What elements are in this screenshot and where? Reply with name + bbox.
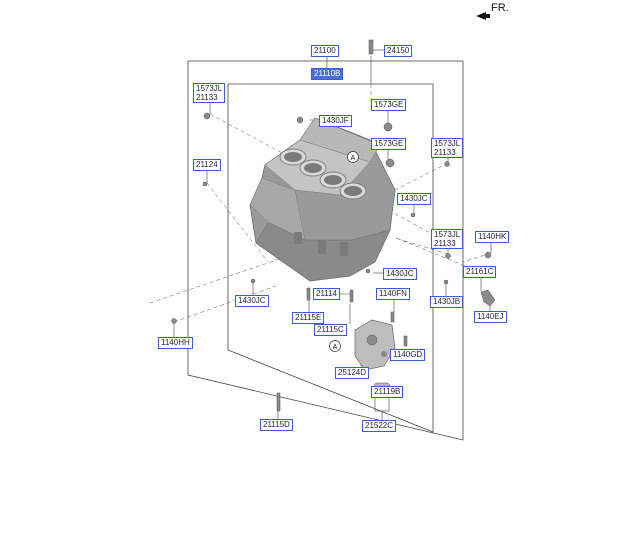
callout-1573jl-21133-top-left[interactable]: 1573JL 21133 bbox=[193, 83, 226, 103]
callout-1573jl-text: 1573JL bbox=[434, 230, 461, 239]
callout-1573jl-21133-right-lower[interactable]: 1573JL 21133 bbox=[431, 229, 464, 249]
callout-1573ge-upper[interactable]: 1573GE bbox=[371, 99, 407, 111]
assembly-frame-inner bbox=[227, 83, 434, 433]
callout-21133-text: 21133 bbox=[434, 239, 456, 248]
callout-1140hk[interactable]: 1140HK bbox=[475, 231, 510, 243]
callout-1430jc-center[interactable]: 1430JC bbox=[383, 268, 417, 280]
callout-1573ge-lower[interactable]: 1573GE bbox=[371, 138, 407, 150]
callout-21522c[interactable]: 21522C bbox=[362, 420, 397, 432]
callout-1430jb[interactable]: 1430JB bbox=[430, 296, 464, 308]
callout-21124[interactable]: 21124 bbox=[193, 159, 221, 171]
bracket-part-illustration bbox=[354, 319, 396, 371]
assembly-frame-outer bbox=[187, 60, 464, 441]
callout-21115e[interactable]: 21115E bbox=[292, 312, 325, 324]
callout-21100[interactable]: 21100 bbox=[311, 45, 339, 57]
callout-1140gd[interactable]: 1140GD bbox=[390, 349, 426, 361]
callout-21133-text: 21133 bbox=[434, 148, 456, 157]
engine-block-illustration bbox=[249, 117, 396, 282]
callout-1140hh[interactable]: 1140HH bbox=[158, 337, 193, 349]
callout-21115c[interactable]: 21115C bbox=[314, 324, 347, 336]
reference-marker-a1: A bbox=[347, 151, 359, 163]
callout-21114[interactable]: 21114 bbox=[313, 288, 341, 300]
callout-1140fn[interactable]: 1140FN bbox=[376, 288, 410, 300]
callout-1430jf[interactable]: 1430JF bbox=[319, 115, 352, 127]
callout-1573jl-text: 1573JL bbox=[196, 84, 223, 93]
callout-1430jc-right[interactable]: 1430JC bbox=[397, 193, 431, 205]
callout-25124d[interactable]: 25124D bbox=[335, 367, 370, 379]
callout-1573jl-text: 1573JL bbox=[434, 139, 461, 148]
callout-1430jc-left[interactable]: 1430JC bbox=[235, 295, 269, 307]
callout-24150[interactable]: 24150 bbox=[384, 45, 413, 57]
callout-1140ej[interactable]: 1140EJ bbox=[474, 311, 507, 323]
reference-marker-a1-text: A bbox=[351, 155, 356, 162]
callout-21133-text: 21133 bbox=[196, 93, 218, 102]
callout-21115d[interactable]: 21115D bbox=[260, 419, 293, 431]
front-direction-arrow-icon bbox=[476, 12, 490, 20]
callout-21119b[interactable]: 21119B bbox=[371, 386, 404, 398]
callout-21110b[interactable]: 21110B bbox=[311, 68, 344, 80]
reference-marker-a2: A bbox=[329, 340, 341, 352]
front-direction-label: FR. bbox=[491, 2, 509, 14]
reference-marker-a2-text: A bbox=[333, 344, 338, 351]
callout-21161c[interactable]: 21161C bbox=[463, 266, 497, 278]
callout-1573jl-21133-right-upper[interactable]: 1573JL 21133 bbox=[431, 138, 464, 158]
